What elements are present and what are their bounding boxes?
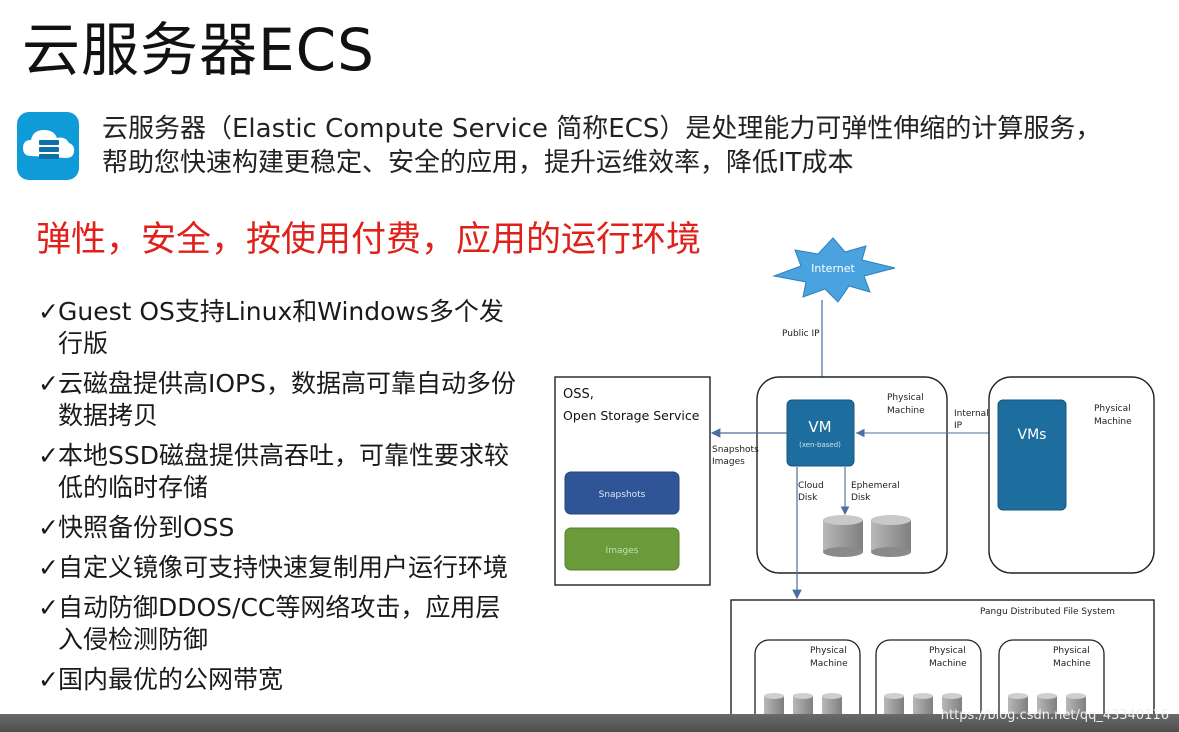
check-icon: ✓ [38,665,59,694]
physical-machine-label: Physical [887,393,924,403]
ephemeral-disk-icon [871,515,911,557]
oss-subtitle: Open Storage Service [563,408,700,423]
intro-description: 云服务器（Elastic Compute Service 简称ECS）是处理能力… [102,112,1162,180]
feature-list: ✓Guest OS支持Linux和Windows多个发行版 ✓云磁盘提供高IOP… [38,296,518,704]
list-item: ✓自定义镜像可支持快速复制用户运行环境 [38,553,509,582]
images-block [564,527,680,571]
check-icon: ✓ [38,593,59,622]
ephemeral-disk-icon [823,515,863,557]
snapshots-block-label: Snapshots [599,490,646,500]
check-icon: ✓ [38,513,59,542]
physical-machine-label: Physical [1053,646,1090,656]
physical-machine-label: Machine [1053,659,1091,669]
list-item: ✓快照备份到OSS [38,513,235,542]
internal-ip-label: IP [954,421,963,431]
physical-machine-label: Machine [929,659,967,669]
internet-label: Internet [811,262,855,275]
architecture-diagram: Internet Public IP OSS, Open Storage Ser… [554,237,1155,731]
list-item: ✓本地SSD磁盘提供高吞吐，可靠性要求较低的临时存储 [38,441,509,502]
physical-machine-label: Physical [1094,404,1131,414]
vm-sublabel: (xen-based) [799,441,841,449]
internet-cloud [772,237,896,303]
intro-line: 云服务器（Elastic Compute Service 简称ECS）是处理能力… [102,114,1102,144]
public-ip-label: Public IP [782,329,820,339]
check-icon: ✓ [38,297,59,326]
ephemeral-disk-label: Ephemeral [851,481,900,491]
watermark: https://blog.csdn.net/qq_43340116 [940,708,1169,723]
oss-title: OSS, [563,387,594,402]
list-item: ✓Guest OS支持Linux和Windows多个发行版 [38,297,504,358]
vms-block [997,399,1067,511]
bottom-bar [0,714,1179,732]
list-item: ✓云磁盘提供高IOPS，数据高可靠自动多份数据拷贝 [38,369,516,430]
physical-machine-label: Physical [810,646,847,656]
physical-machine-label: Physical [929,646,966,656]
list-item: ✓自动防御DDOS/CC等网络攻击，应用层入侵检测防御 [38,593,501,654]
snapshots-images-label: Images [712,457,745,467]
cloud-disk-label: Cloud [798,481,824,491]
page-title: 云服务器ECS [22,16,375,84]
physical-machine-label: Machine [1094,417,1132,427]
pangu-label: Pangu Distributed File System [980,607,1115,617]
intro-line: 帮助您快速构建更稳定、安全的应用，提升运维效率，降低IT成本 [102,148,854,178]
check-icon: ✓ [38,441,59,470]
snapshots-block [564,471,680,515]
check-icon: ✓ [38,369,59,398]
internal-ip-label: Internal [954,409,989,419]
list-item: ✓国内最优的公网带宽 [38,665,284,694]
physical-machine-label: Machine [887,406,925,416]
cloud-server-icon [17,112,79,180]
check-icon: ✓ [38,553,59,582]
ephemeral-disk-label: Disk [851,493,871,503]
vms-label: VMs [1018,427,1047,443]
physical-machine-label: Machine [810,659,848,669]
vm-label: VM [808,418,831,436]
images-block-label: Images [606,546,639,556]
tagline: 弹性，安全，按使用付费，应用的运行环境 [36,220,702,260]
snapshots-images-label: Snapshots [712,445,759,455]
cloud-disk-label: Disk [798,493,818,503]
